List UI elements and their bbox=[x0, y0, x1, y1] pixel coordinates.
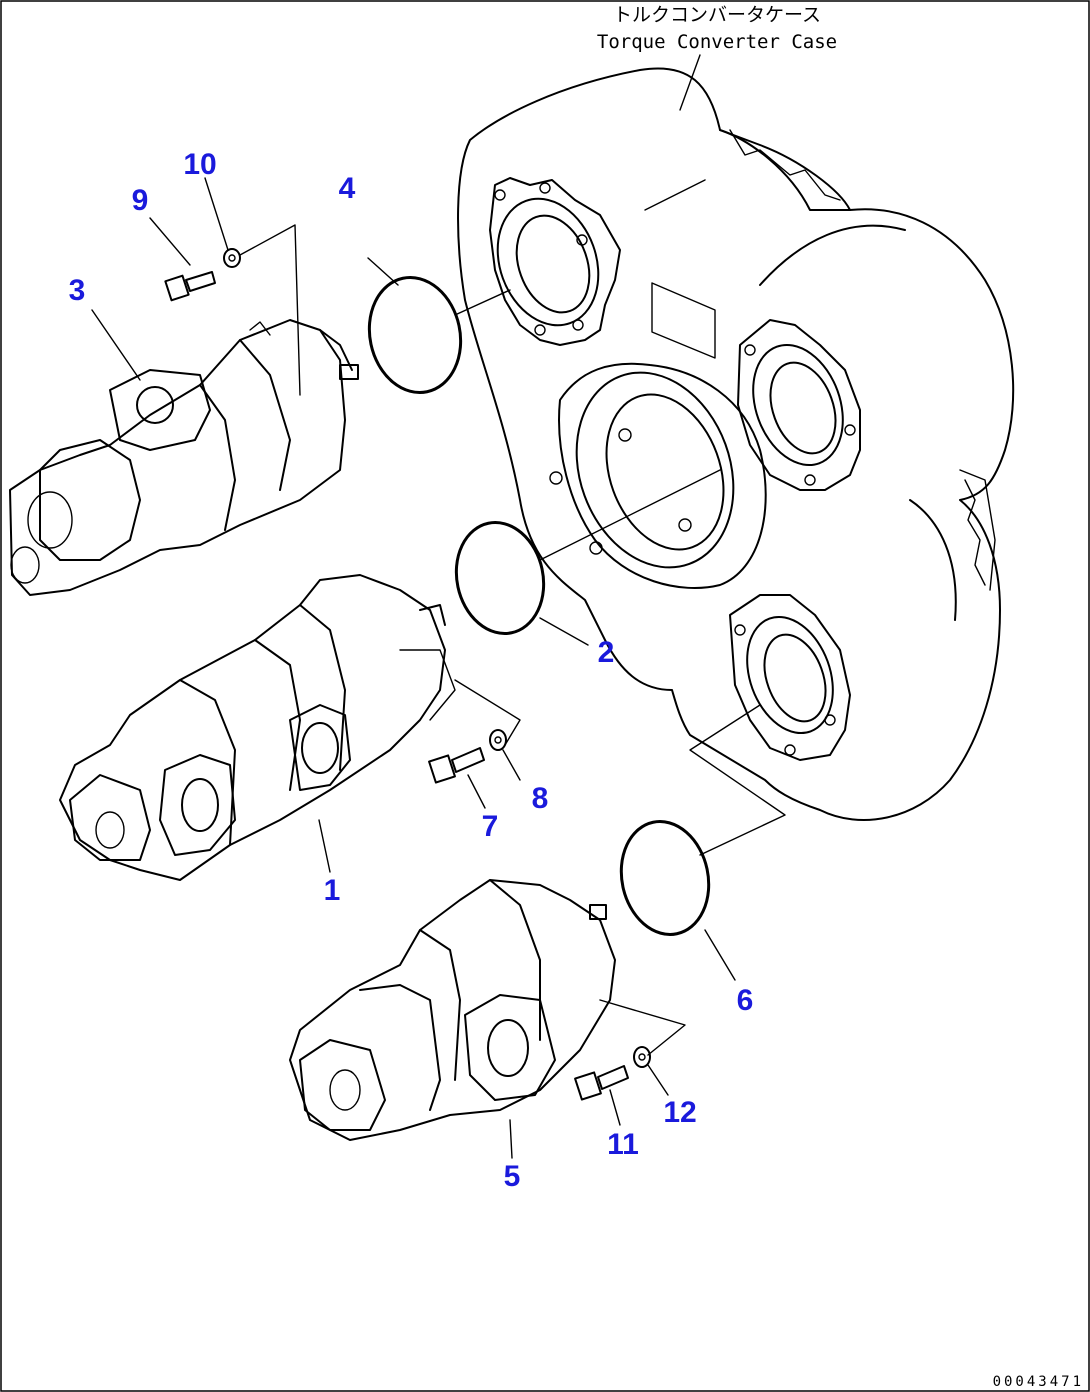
pump-5-port-flange bbox=[464, 994, 556, 1101]
pump-3-body bbox=[9, 319, 346, 596]
case-top-rib bbox=[719, 129, 851, 211]
washer-8 bbox=[489, 729, 507, 751]
pump-1-seam-1 bbox=[254, 639, 301, 791]
callout-4: 4 bbox=[339, 172, 356, 205]
pump-1-seam-3 bbox=[179, 679, 236, 846]
washer-12 bbox=[633, 1046, 651, 1068]
pump-1-seam-2 bbox=[299, 604, 346, 771]
case-outline bbox=[457, 67, 1015, 821]
pump-3 bbox=[9, 319, 359, 596]
pump-5-shaft bbox=[589, 904, 607, 920]
callout-5: 5 bbox=[504, 1160, 521, 1193]
pump-5-seam-1 bbox=[419, 929, 461, 1081]
pump-1-body bbox=[59, 574, 446, 881]
o-ring-6 bbox=[619, 820, 711, 936]
case-mid-lobe bbox=[909, 499, 957, 621]
case-nameplate bbox=[651, 282, 716, 359]
case-bolt-edge bbox=[729, 129, 841, 201]
callout-2: 2 bbox=[598, 636, 615, 669]
case-port-upper bbox=[489, 177, 621, 346]
torque-converter-case bbox=[457, 67, 1015, 821]
leader-lines bbox=[91, 177, 786, 1159]
pump-3-shaft bbox=[339, 364, 359, 380]
pump-3-seam-2 bbox=[199, 384, 236, 531]
washer-10 bbox=[223, 248, 241, 268]
o-ring-4 bbox=[367, 276, 463, 394]
callout-8: 8 bbox=[532, 782, 549, 815]
callout-11: 11 bbox=[607, 1128, 639, 1161]
caption-japanese: トルクコンバータケース bbox=[613, 4, 821, 26]
callout-10: 10 bbox=[183, 148, 216, 181]
case-upper-lobe bbox=[759, 224, 906, 286]
caption-english: Torque Converter Case bbox=[597, 31, 837, 53]
case-seam-line bbox=[644, 179, 706, 211]
caption-leader bbox=[679, 54, 701, 111]
callout-7: 7 bbox=[482, 810, 499, 843]
pump-1-side-flange bbox=[159, 754, 236, 856]
o-ring-2 bbox=[454, 520, 546, 636]
pump-1 bbox=[59, 574, 456, 881]
callout-9: 9 bbox=[132, 184, 149, 217]
pump-3-shaft-flange bbox=[319, 329, 353, 371]
pump-1-rear-cap bbox=[69, 774, 151, 861]
case-port-lower bbox=[729, 594, 851, 761]
bolt-11 bbox=[574, 1065, 629, 1101]
figure-number: 00043471 bbox=[993, 1374, 1084, 1390]
pump-5-seam-2 bbox=[489, 879, 541, 1041]
case-center-bore bbox=[549, 362, 767, 589]
bolt-7 bbox=[428, 747, 485, 784]
pump-5-body bbox=[289, 879, 616, 1141]
callout-1: 1 bbox=[324, 874, 341, 907]
pump-3-port-block bbox=[109, 369, 211, 451]
bolt-9 bbox=[164, 271, 216, 302]
case-bolt-edge-right bbox=[964, 479, 986, 586]
callout-6: 6 bbox=[737, 984, 754, 1017]
pump-1-shaft bbox=[419, 604, 446, 626]
callout-3: 3 bbox=[69, 274, 86, 307]
pump-5-rear-cap bbox=[299, 1039, 386, 1131]
pump-3-rear-cap bbox=[39, 439, 141, 561]
pump-1-port-flange bbox=[289, 704, 351, 791]
case-port-right bbox=[737, 319, 861, 491]
pump-5-mid-section bbox=[359, 984, 441, 1111]
callout-12: 12 bbox=[663, 1096, 696, 1129]
case-edge-rib bbox=[959, 469, 996, 591]
pump-5 bbox=[289, 879, 616, 1141]
pump-3-seam-1 bbox=[239, 339, 291, 491]
